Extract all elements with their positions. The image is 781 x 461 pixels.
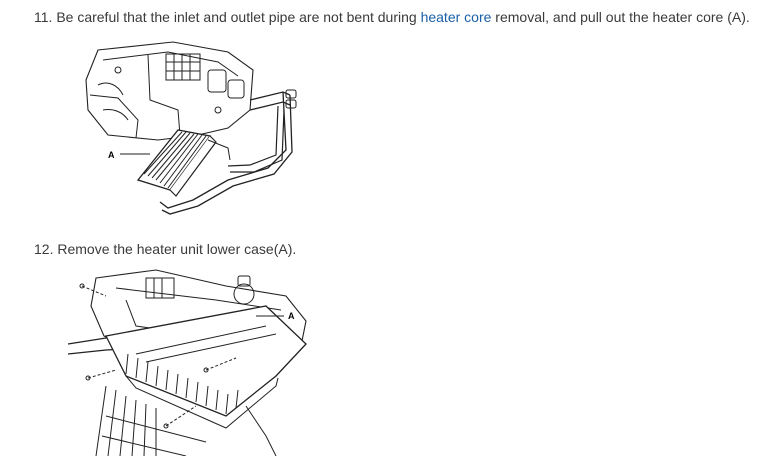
heater-core-removal-illustration: A — [78, 40, 308, 225]
step-11-prefix: 11. Be careful that the inlet and outlet… — [34, 9, 421, 25]
step-11-instruction: 11. Be careful that the inlet and outlet… — [34, 8, 750, 26]
step-12-instruction: 12. Remove the heater unit lower case(A)… — [34, 241, 297, 257]
figure-2-label-a: A — [288, 311, 295, 321]
step-11-suffix: removal, and pull out the heater core (A… — [491, 9, 750, 25]
figure-1-label-a: A — [108, 150, 115, 160]
heater-lower-case-removal-illustration: A — [66, 266, 316, 457]
heater-core-link[interactable]: heater core — [420, 9, 492, 25]
